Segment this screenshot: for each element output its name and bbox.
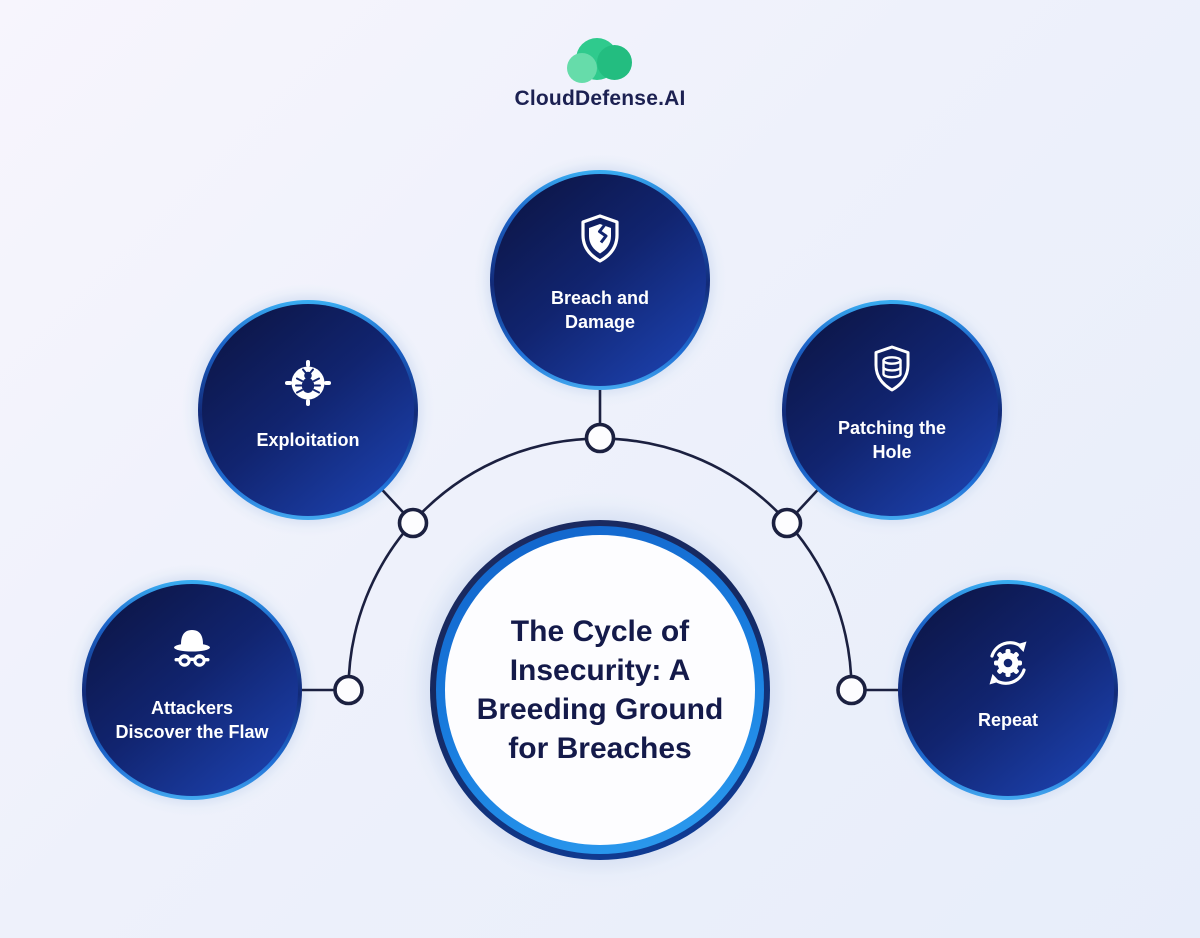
node-repeat: Repeat	[898, 580, 1118, 800]
diagram-title: The Cycle of Insecurity: A Breeding Grou…	[476, 615, 724, 765]
junction-dot-upper-left	[397, 507, 429, 539]
node-attackers-discover-the-flaw: Attackers Discover the Flaw	[82, 580, 302, 800]
node-label: Attackers Discover the Flaw	[115, 697, 269, 742]
brand-name: CloudDefense.AI	[514, 87, 686, 110]
node-label: Repeat	[977, 709, 1039, 730]
node-label: Breach and Damage	[550, 287, 650, 332]
cloud-circle-dark	[597, 45, 632, 80]
node-breach-and-damage: Breach and Damage	[490, 170, 710, 390]
node-label: Exploitation	[256, 429, 360, 450]
center-circle: The Cycle of Insecurity: A Breeding Grou…	[430, 520, 770, 860]
broken-shield-icon	[581, 213, 619, 263]
junction-dot-right	[836, 674, 867, 706]
gear-refresh-icon	[989, 640, 1027, 685]
bug-crosshair-icon	[285, 359, 331, 406]
node-patching-the-hole: Patching the Hole	[782, 300, 1002, 520]
spy-icon	[174, 629, 210, 667]
node-exploitation: Exploitation	[198, 300, 418, 520]
junction-dot-upper-right	[771, 507, 803, 539]
cloud-logo-icon	[567, 38, 633, 84]
shield-database-icon	[874, 345, 910, 391]
junction-dot-left	[333, 674, 364, 706]
node-label: Patching the Hole	[837, 417, 946, 462]
junction-dot-top	[584, 422, 616, 454]
brand-logo: CloudDefense.AI	[0, 38, 1200, 111]
cloud-circle-light	[567, 53, 597, 83]
